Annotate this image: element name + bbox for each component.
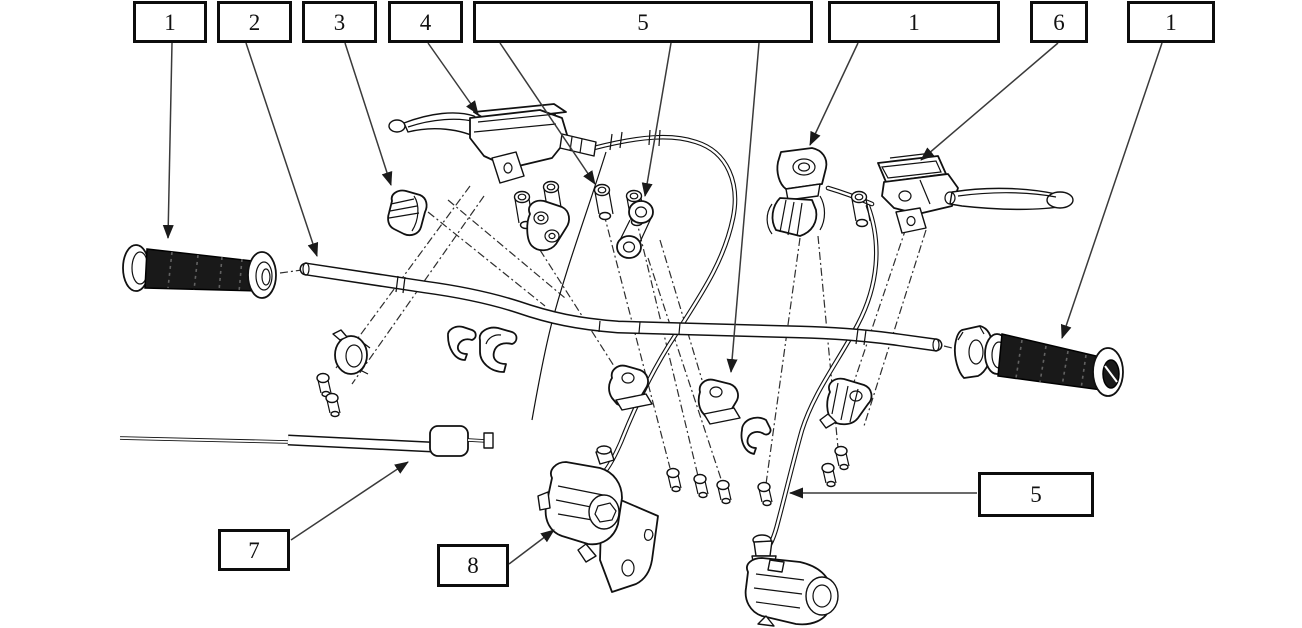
leader-5-bolt (499, 42, 596, 185)
ribbed-clamp (819, 377, 873, 429)
rear-brake-caliper (744, 534, 839, 627)
screw (325, 392, 341, 418)
screw (757, 481, 773, 507)
callout-box-8[interactable]: 8 (437, 544, 509, 587)
rear-brake-lever-assembly (877, 152, 1074, 234)
clamp-and-bolt-hardware (316, 180, 873, 507)
screw (834, 445, 850, 471)
screw (716, 479, 732, 505)
front-brake-lever-assembly (388, 103, 597, 184)
callout-box-4[interactable]: 4 (388, 1, 463, 43)
callout-label: 5 (637, 9, 649, 35)
leader-4-lever (427, 42, 479, 115)
callout-box-7[interactable]: 7 (218, 529, 290, 571)
left-grip (122, 244, 277, 299)
saddle-guide (447, 325, 477, 361)
screw (693, 473, 709, 499)
leader-1-right-grip (1060, 42, 1163, 339)
callout-label: 1 (1165, 9, 1177, 35)
callout-label: 8 (467, 553, 479, 578)
callout-label: 4 (419, 9, 432, 35)
riser-clamp (616, 200, 654, 259)
leader-2-handlebar (245, 42, 319, 257)
callout-box-1[interactable]: 1 (133, 1, 207, 43)
callout-label: 5 (1030, 482, 1042, 507)
adjuster-knob (387, 189, 428, 237)
callout-label: 1 (908, 9, 920, 35)
callout-label: 3 (333, 9, 346, 35)
callout-box-5b[interactable]: 5 (978, 472, 1094, 517)
leader-5-bar-clamp (726, 42, 760, 373)
callout-label: 7 (248, 537, 260, 563)
bolt (593, 183, 614, 221)
bar-clamp (608, 364, 653, 411)
leader-7-cable (290, 461, 409, 541)
callout-box-3[interactable]: 3 (302, 1, 377, 43)
switch-housing (766, 147, 828, 237)
callout-box-2[interactable]: 2 (217, 1, 292, 43)
callout-box-1c[interactable]: 1 (1127, 1, 1215, 43)
leader-5-riser-clamp (641, 42, 672, 197)
saddle-clamp (740, 416, 772, 455)
front-brake-caliper (537, 445, 659, 593)
callout-label: 6 (1053, 9, 1065, 35)
callout-box-1b[interactable]: 1 (828, 1, 1000, 43)
callout-label: 1 (164, 9, 176, 35)
bar-clamp (697, 378, 741, 425)
bolt (850, 190, 871, 228)
callout-leader-lines (162, 42, 1163, 565)
screw (316, 372, 332, 398)
right-grip-throttle (953, 325, 1124, 397)
callout-box-5[interactable]: 5 (473, 1, 813, 43)
saddle-guide (478, 326, 518, 373)
callout-label: 2 (248, 9, 261, 35)
leader-6-master-cylinder (920, 42, 1059, 161)
handlebar-tube (299, 262, 943, 352)
screw (821, 462, 837, 488)
leader-1-switch-housing (809, 42, 859, 146)
throttle-cable (119, 425, 494, 457)
screw (666, 467, 682, 493)
riser-clamp (526, 199, 570, 252)
callout-box-6[interactable]: 6 (1030, 1, 1088, 43)
leader-1-left-grip (162, 42, 174, 239)
leader-3-knob (344, 42, 393, 186)
rear-brake-hose (763, 185, 879, 553)
front-brake-hose (591, 129, 738, 473)
ring-clamp (332, 329, 371, 375)
leader-8-caliper (508, 529, 555, 565)
